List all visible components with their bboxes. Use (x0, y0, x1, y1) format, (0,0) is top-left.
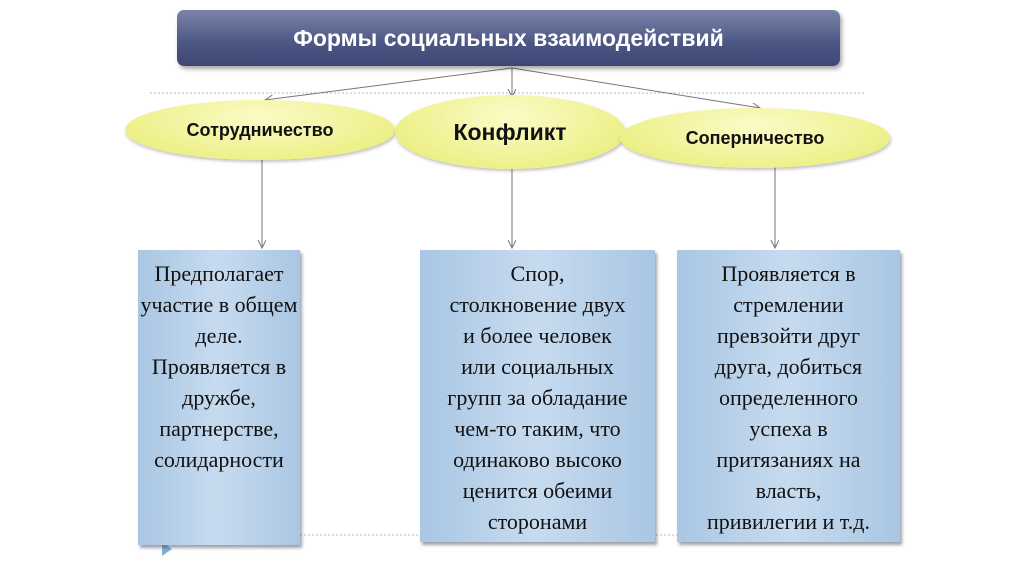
competition-description: Проявляется в стремлении превзойти друг … (707, 261, 870, 534)
box-cooperation: Предполагает участие в общем деле. Прояв… (138, 250, 300, 545)
node-conflict: Конфликт (395, 95, 625, 169)
arrow-to-competition (511, 67, 760, 108)
cooperation-description: Предполагает участие в общем деле. Прояв… (140, 261, 298, 472)
box-competition: Проявляется в стремлении превзойти друг … (677, 250, 900, 542)
triangle-marker-icon (162, 542, 172, 556)
diagram-title: Формы социальных взаимодействий (177, 10, 840, 66)
node-competition: Соперничество (620, 108, 890, 168)
box-conflict: Спор, столкновение двух и более человек … (420, 250, 655, 542)
conflict-description: Спор, столкновение двух и более человек … (447, 261, 628, 534)
arrow-to-cooperation (265, 67, 513, 100)
node-cooperation: Сотрудничество (125, 100, 395, 160)
